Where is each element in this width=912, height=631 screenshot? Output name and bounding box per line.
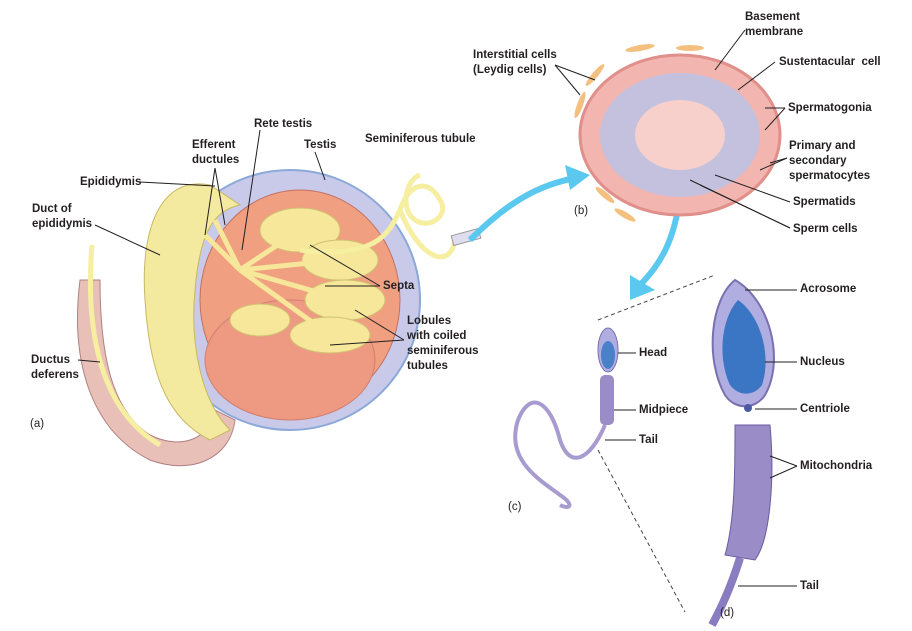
panel-a-tag: (a) xyxy=(30,418,45,430)
label-testis: Testis xyxy=(304,139,337,151)
label-spermatocytes: Primary and secondary spermatocytes xyxy=(789,140,871,182)
rete-testis-network xyxy=(203,218,346,338)
midpiece-d xyxy=(724,424,773,561)
tail-d xyxy=(708,556,744,627)
centriole-d xyxy=(744,404,752,412)
label-tail-d: Tail xyxy=(800,580,819,592)
leader-lines xyxy=(77,29,798,587)
label-basement-membrane: Basement membrane xyxy=(745,11,804,38)
label-spermatogonia: Spermatogonia xyxy=(788,102,872,114)
label-tail-c: Tail xyxy=(639,434,658,446)
epididymis xyxy=(143,183,242,441)
label-seminiferous-tubule: Seminiferous tubule xyxy=(365,133,476,145)
label-acrosome: Acrosome xyxy=(800,283,857,295)
label-ductus-deferens: Ductus deferens xyxy=(31,354,79,381)
sperm-tail-c xyxy=(513,400,607,509)
label-head: Head xyxy=(639,347,668,359)
leydig-cells xyxy=(574,44,704,222)
label-sustentacular-cell: Sustentacular cell xyxy=(779,56,881,68)
label-spermatids: Spermatids xyxy=(793,196,856,208)
ductus-deferens xyxy=(77,279,236,467)
label-duct-of-epididymis: Duct of epididymis xyxy=(32,203,93,230)
label-interstitial-cells: Interstitial cells (Leydig cells) xyxy=(473,49,557,76)
panel-d-tag: (d) xyxy=(720,607,735,619)
panel-b-tag: (b) xyxy=(574,205,589,217)
panel-c-tag: (c) xyxy=(508,501,522,513)
label-efferent-ductules: Efferent ductules xyxy=(192,139,240,166)
arrow-to-b xyxy=(467,175,576,243)
label-centriole: Centriole xyxy=(800,403,850,415)
nucleus-d xyxy=(722,300,766,394)
label-sperm-cells: Sperm cells xyxy=(793,223,858,235)
label-midpiece: Midpiece xyxy=(639,404,689,416)
seminiferous-tubule xyxy=(299,172,458,260)
label-mitochondria: Mitochondria xyxy=(800,460,873,472)
sperm-midpiece-c xyxy=(600,375,614,425)
lumen xyxy=(635,100,725,170)
label-epididymis: Epididymis xyxy=(80,176,142,188)
label-rete-testis: Rete testis xyxy=(254,118,313,130)
label-lobules: Lobules with coiled seminiferous tubules xyxy=(407,315,479,372)
label-nucleus: Nucleus xyxy=(800,356,845,368)
label-septa: Septa xyxy=(383,280,415,292)
